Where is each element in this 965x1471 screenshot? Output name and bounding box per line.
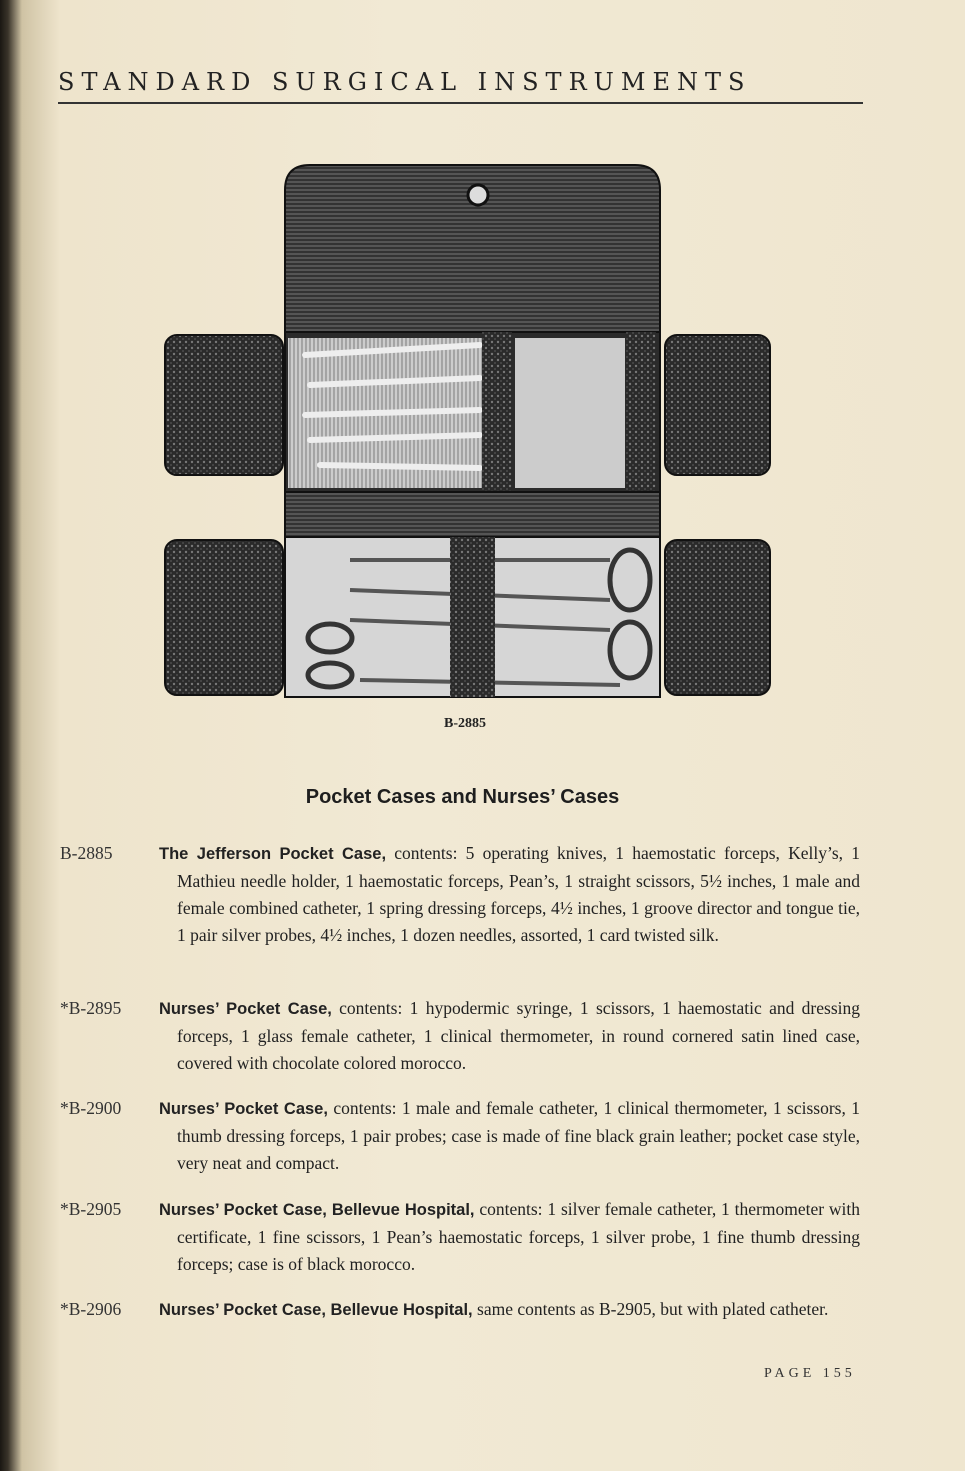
catalog-entry: *B-2895 Nurses’ Pocket Case, contents: 1… (60, 995, 860, 1077)
entry-title: The Jefferson Pocket Case, (159, 845, 387, 863)
upper-left-panel (164, 334, 284, 476)
entry-description: contents: 1 hypodermic syringe, 1 scisso… (177, 998, 860, 1073)
entry-description: contents: 5 operating knives, 1 haemosta… (177, 843, 861, 945)
entry-description: contents: 1 silver female catheter, 1 th… (177, 1199, 860, 1274)
upper-instrument-panel (284, 331, 661, 493)
illustration-caption: B-2885 (444, 716, 486, 731)
catalog-entry: *B-2905 Nurses’ Pocket Case, Bellevue Ho… (60, 1196, 860, 1278)
entry-title: Nurses’ Pocket Case, (159, 1000, 332, 1018)
center-band (284, 491, 661, 538)
lower-left-panel (164, 539, 284, 696)
pocket-case-illustration (164, 164, 771, 698)
entry-code: *B-2895 (60, 998, 122, 1018)
header-rule (58, 102, 863, 104)
page-header: STANDARD SURGICAL INSTRUMENTS (58, 68, 863, 104)
entry-code: *B-2900 (60, 1098, 122, 1118)
entry-title: Nurses’ Pocket Case, (159, 1100, 328, 1118)
entry-code: B-2885 (60, 843, 113, 863)
entry-description: contents: 1 male and female catheter, 1 … (177, 1098, 860, 1173)
entry-description: same contents as B-2905, but with plated… (472, 1299, 829, 1319)
section-title: Pocket Cases and Nurses’ Cases (305, 786, 620, 808)
upper-right-panel (664, 334, 771, 476)
entry-title: Nurses’ Pocket Case, Bellevue Hospital, (159, 1201, 475, 1219)
catalog-entry: *B-2906 Nurses’ Pocket Case, Bellevue Ho… (60, 1296, 860, 1324)
top-flap (284, 164, 661, 336)
lower-right-panel (664, 539, 771, 696)
catalog-entry: B-2885 The Jefferson Pocket Case, conten… (60, 840, 860, 949)
entry-code: *B-2906 (60, 1299, 122, 1319)
entry-code: *B-2905 (60, 1199, 122, 1219)
catalog-entry: *B-2900 Nurses’ Pocket Case, contents: 1… (60, 1095, 860, 1177)
lower-instrument-panel (284, 536, 661, 698)
entry-title: Nurses’ Pocket Case, Bellevue Hospital, (159, 1301, 473, 1319)
page-number: PAGE 155 (764, 1366, 856, 1381)
header-title: STANDARD SURGICAL INSTRUMENTS (58, 68, 752, 96)
